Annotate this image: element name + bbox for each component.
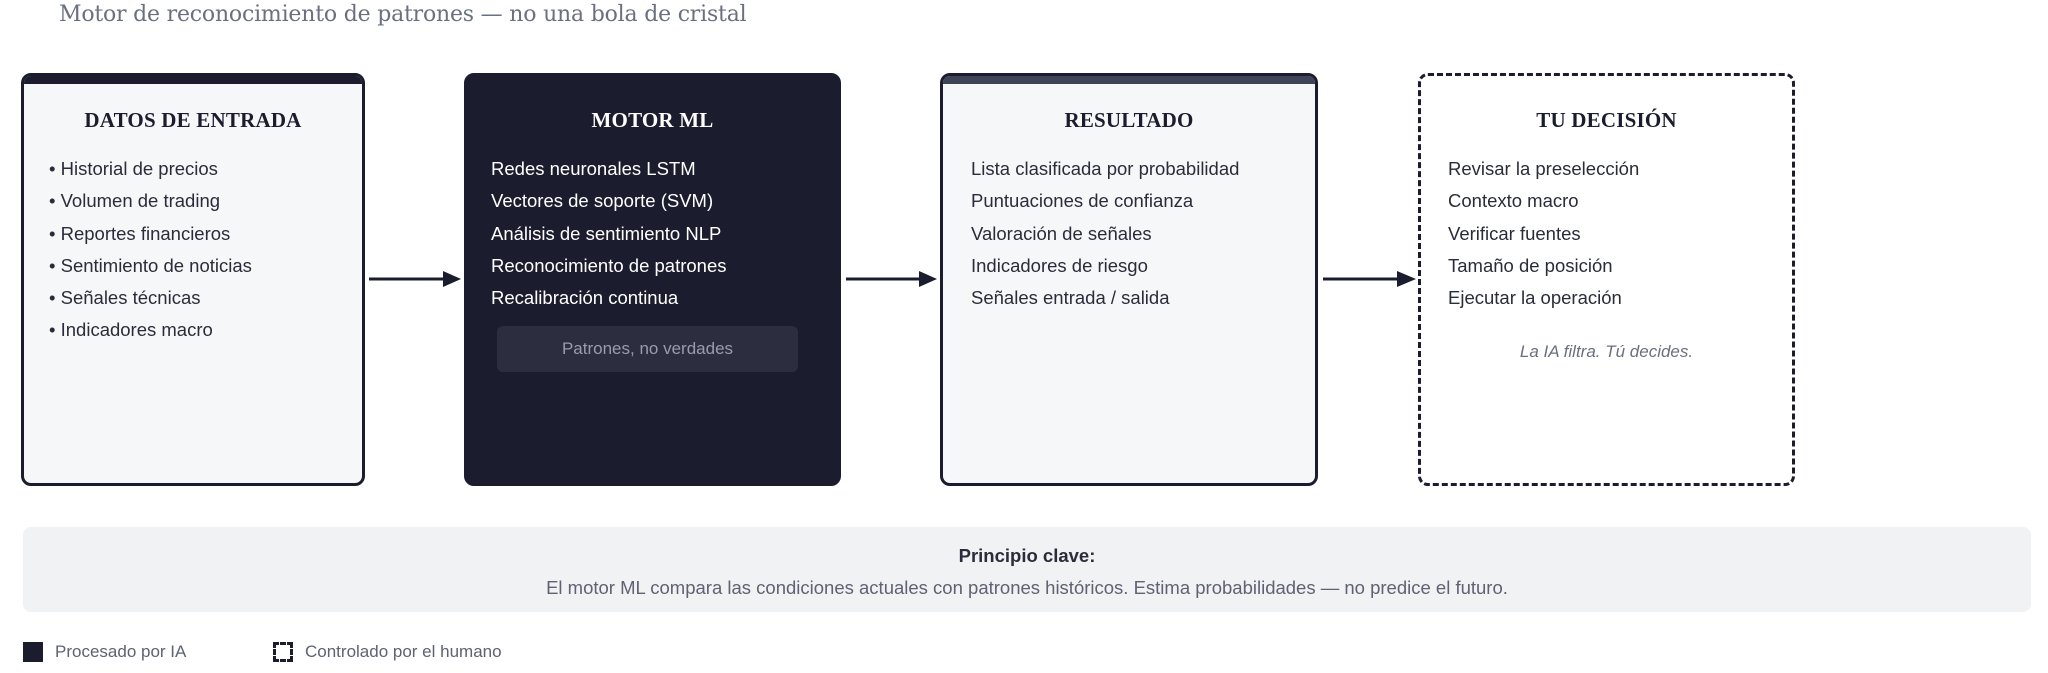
- key-principle-panel: Principio clave: El motor ML compara las…: [23, 527, 2031, 612]
- legend-item-human: Controlado por el humano: [273, 640, 502, 664]
- decision-list: Revisar la preselección Contexto macro V…: [1448, 153, 1639, 314]
- input-list: • Historial de precios • Volumen de trad…: [49, 153, 252, 347]
- list-item: • Volumen de trading: [49, 190, 221, 212]
- list-item: Puntuaciones de confianza: [971, 190, 1194, 212]
- box-header-band: [943, 76, 1315, 84]
- list-item: Tamaño de posición: [1448, 254, 1613, 276]
- box-header-band: [24, 76, 362, 84]
- arrow-right-icon: [846, 271, 937, 287]
- arrow-right-icon: [1323, 271, 1416, 287]
- solid-square-icon: [23, 642, 43, 662]
- list-item: • Reportes financieros: [49, 222, 231, 244]
- ml-methods-list: Redes neuronales LSTM Vectores de soport…: [491, 153, 727, 314]
- input-data-box: DATOS DE ENTRADA • Historial de precios …: [21, 73, 365, 486]
- arrow-right-icon: [369, 271, 461, 287]
- list-item: Contexto macro: [1448, 190, 1579, 212]
- decision-box: TU DECISIÓN Revisar la preselección Cont…: [1418, 73, 1795, 486]
- box-title: MOTOR ML: [591, 108, 714, 132]
- diagram-subtitle: Motor de reconocimiento de patrones — no…: [59, 2, 747, 27]
- decision-note: La IA filtra. Tú decides.: [1519, 342, 1694, 361]
- principle-title: Principio clave:: [958, 545, 1096, 566]
- box-title: TU DECISIÓN: [1536, 108, 1677, 132]
- list-item: Lista clasificada por probabilidad: [971, 158, 1240, 179]
- list-item: • Indicadores macro: [49, 319, 213, 341]
- list-item: Verificar fuentes: [1448, 222, 1581, 244]
- result-list: Lista clasificada por probabilidad Puntu…: [971, 153, 1239, 314]
- box-title: DATOS DE ENTRADA: [84, 108, 302, 132]
- list-item: Valoración de señales: [971, 222, 1152, 244]
- list-item: Vectores de soporte (SVM): [491, 190, 714, 212]
- legend-label: Controlado por el humano: [305, 642, 502, 661]
- list-item: Recalibración continua: [491, 287, 679, 309]
- patterns-tag: Patrones, no verdades: [497, 326, 798, 372]
- list-item: Señales entrada / salida: [971, 287, 1170, 309]
- list-item: • Sentimiento de noticias: [49, 254, 252, 276]
- legend-item-ai: Procesado por IA: [23, 640, 186, 664]
- list-item: Indicadores de riesgo: [971, 254, 1148, 276]
- dashed-square-icon: [273, 642, 293, 662]
- list-item: Revisar la preselección: [1448, 158, 1640, 179]
- ml-engine-box: MOTOR ML Redes neuronales LSTM Vectores …: [464, 73, 841, 486]
- result-box: RESULTADO Lista clasificada por probabil…: [940, 73, 1318, 486]
- legend-label: Procesado por IA: [55, 642, 187, 661]
- principle-text: El motor ML compara las condiciones actu…: [546, 577, 1508, 598]
- list-item: Reconocimiento de patrones: [491, 254, 727, 276]
- box-title: RESULTADO: [1064, 108, 1194, 132]
- list-item: • Historial de precios: [49, 158, 218, 179]
- list-item: Análisis de sentimiento NLP: [491, 222, 722, 244]
- list-item: Redes neuronales LSTM: [491, 158, 696, 179]
- list-item: Ejecutar la operación: [1448, 287, 1622, 309]
- list-item: • Señales técnicas: [49, 287, 201, 309]
